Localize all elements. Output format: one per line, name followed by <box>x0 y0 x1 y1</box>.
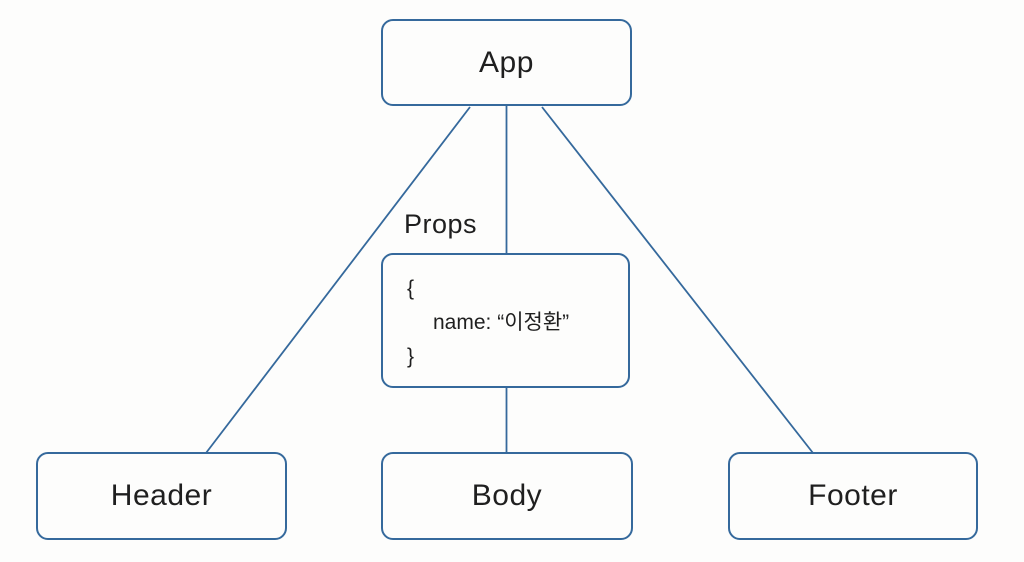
node-header: Header <box>36 452 287 540</box>
props-label: Props <box>404 209 478 239</box>
props-line-name-value: name: “이정환” <box>433 311 570 334</box>
node-footer: Footer <box>728 452 978 540</box>
edge-app-footer <box>541 106 814 454</box>
edge-app-header <box>205 106 471 454</box>
props-line-open-brace: { <box>407 277 415 300</box>
props-line-close-brace: } <box>407 345 415 368</box>
node-app: App <box>381 19 632 106</box>
node-body-label: Body <box>471 479 543 512</box>
node-body: Body <box>381 452 633 540</box>
node-app-label: App <box>479 45 534 79</box>
node-footer-label: Footer <box>808 479 898 512</box>
node-header-label: Header <box>110 479 213 512</box>
props-value-box: { name: “이정환” } <box>381 253 630 388</box>
